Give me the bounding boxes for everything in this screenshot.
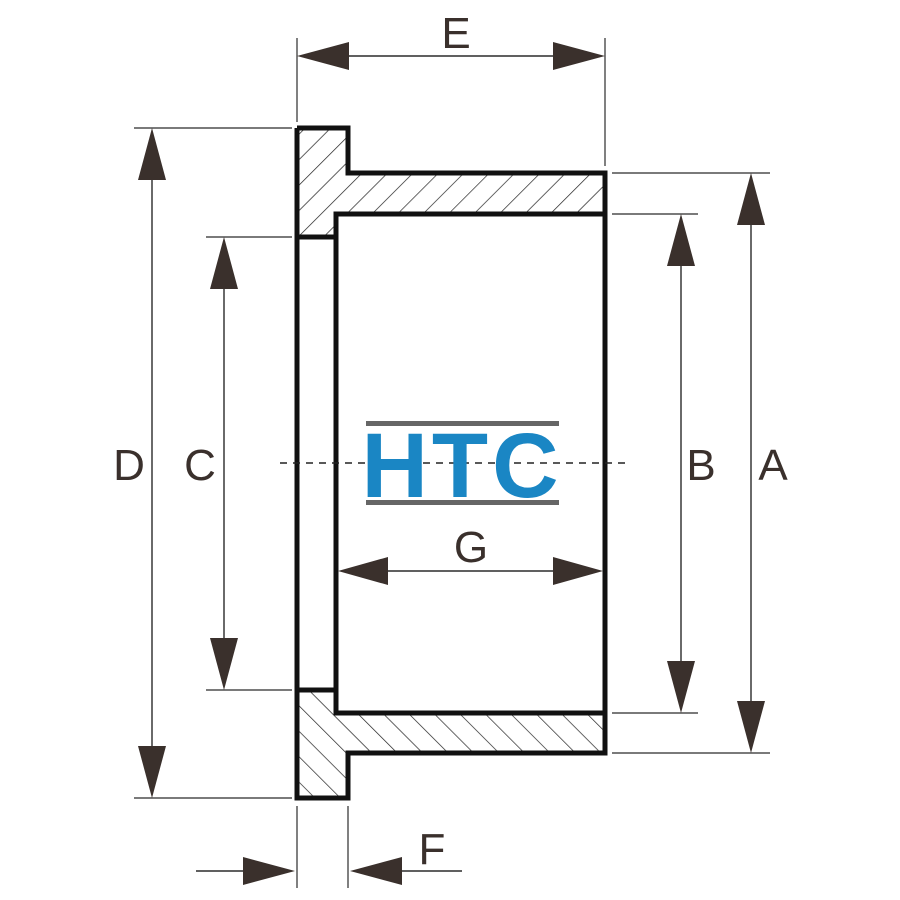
label-b: B <box>686 441 715 490</box>
extension-lines <box>134 38 770 888</box>
label-a: A <box>758 441 788 490</box>
dimension-d: D <box>113 128 166 798</box>
bottom-section-hatch <box>297 690 605 798</box>
label-c: C <box>184 441 216 490</box>
logo-bottom-bar <box>366 500 559 505</box>
label-d: D <box>113 441 145 490</box>
top-section-hatch <box>297 128 605 237</box>
label-e: E <box>441 9 470 58</box>
logo-text: HTC <box>361 415 562 517</box>
dimension-a: A <box>737 173 788 753</box>
part-outline <box>294 125 608 801</box>
dimension-g: G <box>338 523 603 585</box>
dimension-c: C <box>184 237 238 690</box>
dimension-f: F <box>196 825 462 885</box>
label-f: F <box>419 825 446 874</box>
htc-logo: HTC <box>361 415 562 517</box>
dimension-b: B <box>667 214 716 713</box>
label-g: G <box>454 523 488 572</box>
dimension-e: E <box>297 9 605 70</box>
logo-top-bar <box>366 421 559 426</box>
